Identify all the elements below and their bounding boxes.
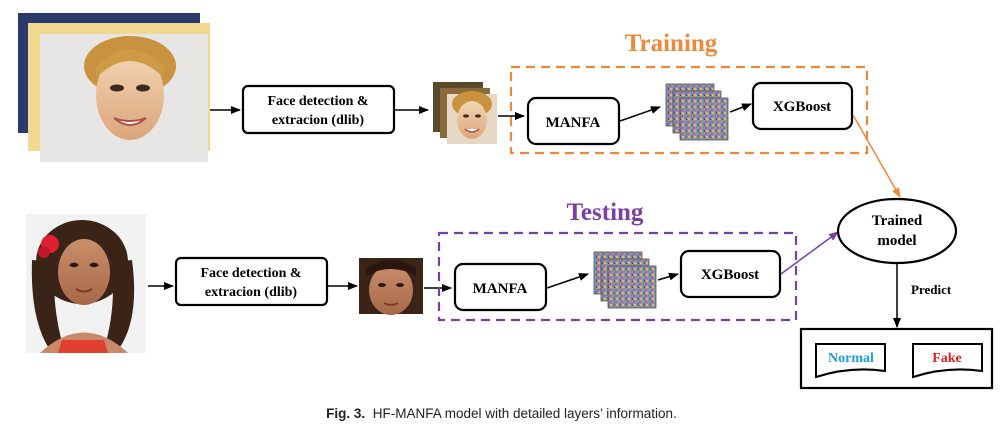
testing-xgboost-label: XGBoost (701, 267, 759, 283)
caption-label: Fig. 3. (326, 406, 366, 421)
testing-region (437, 231, 798, 322)
trained-model-node: Trained model (836, 197, 958, 265)
training-region (509, 65, 869, 155)
training-manfa-label: MANFA (546, 115, 601, 131)
testing-detect-line1: Face detection & (200, 266, 301, 281)
training-xgboost-label: XGBoost (773, 99, 831, 115)
document-icon (815, 343, 886, 379)
training-face-detection-box: Face detection & extracion (dlib) (241, 84, 396, 135)
arrow-manfa-to-features-test (546, 273, 589, 289)
arrow-features-to-xgb-train (729, 103, 752, 113)
predict-label: Predict (911, 282, 952, 297)
testing-manfa-box: MANFA (453, 262, 548, 312)
arrow-xgb-to-model-test (780, 231, 839, 275)
arrow-features-to-xgb-test (657, 272, 679, 281)
testing-manfa-label: MANFA (473, 281, 528, 297)
training-detect-line1: Face detection & (267, 94, 368, 109)
prediction-output-box: Normal Fake (799, 327, 994, 390)
feature-map-stack-icon (607, 265, 657, 309)
training-xgboost-box: XGBoost (751, 81, 854, 131)
testing-detect-line2: extracion (dlib) (205, 285, 297, 300)
feature-map-stack-icon (679, 97, 729, 141)
testing-input-photo (26, 214, 146, 353)
caption-text: HF-MANFA model with detailed layers’ inf… (372, 406, 677, 421)
training-manfa-box: MANFA (526, 96, 621, 146)
face-photo-icon (31, 220, 135, 353)
output-normal-label: Normal (828, 351, 874, 366)
testing-label: Testing (567, 199, 644, 226)
training-detect-line2: extracion (dlib) (272, 113, 364, 128)
document-icon (912, 343, 983, 379)
training-input-photo-stack (18, 13, 210, 162)
face-photo-stack-icon (84, 36, 176, 140)
arrow-manfa-to-features-train (619, 106, 661, 122)
testing-feature-maps (593, 251, 657, 309)
testing-xgboost-box: XGBoost (679, 249, 782, 299)
testing-face-crop (359, 258, 423, 315)
output-fake-label: Fake (932, 351, 962, 366)
figure-caption: Fig. 3. HF-MANFA model with detailed lay… (0, 406, 1003, 421)
training-label: Training (625, 30, 718, 57)
training-feature-maps (665, 83, 729, 141)
face-photo-icon (447, 91, 497, 144)
arrow-xgb-to-model-train (852, 114, 901, 198)
face-crop-icon (366, 260, 416, 315)
training-face-crop-stack (433, 82, 497, 144)
trained-model-line2: model (877, 233, 916, 249)
trained-model-line1: Trained (872, 213, 923, 229)
testing-face-detection-box: Face detection & extracion (dlib) (174, 256, 329, 307)
